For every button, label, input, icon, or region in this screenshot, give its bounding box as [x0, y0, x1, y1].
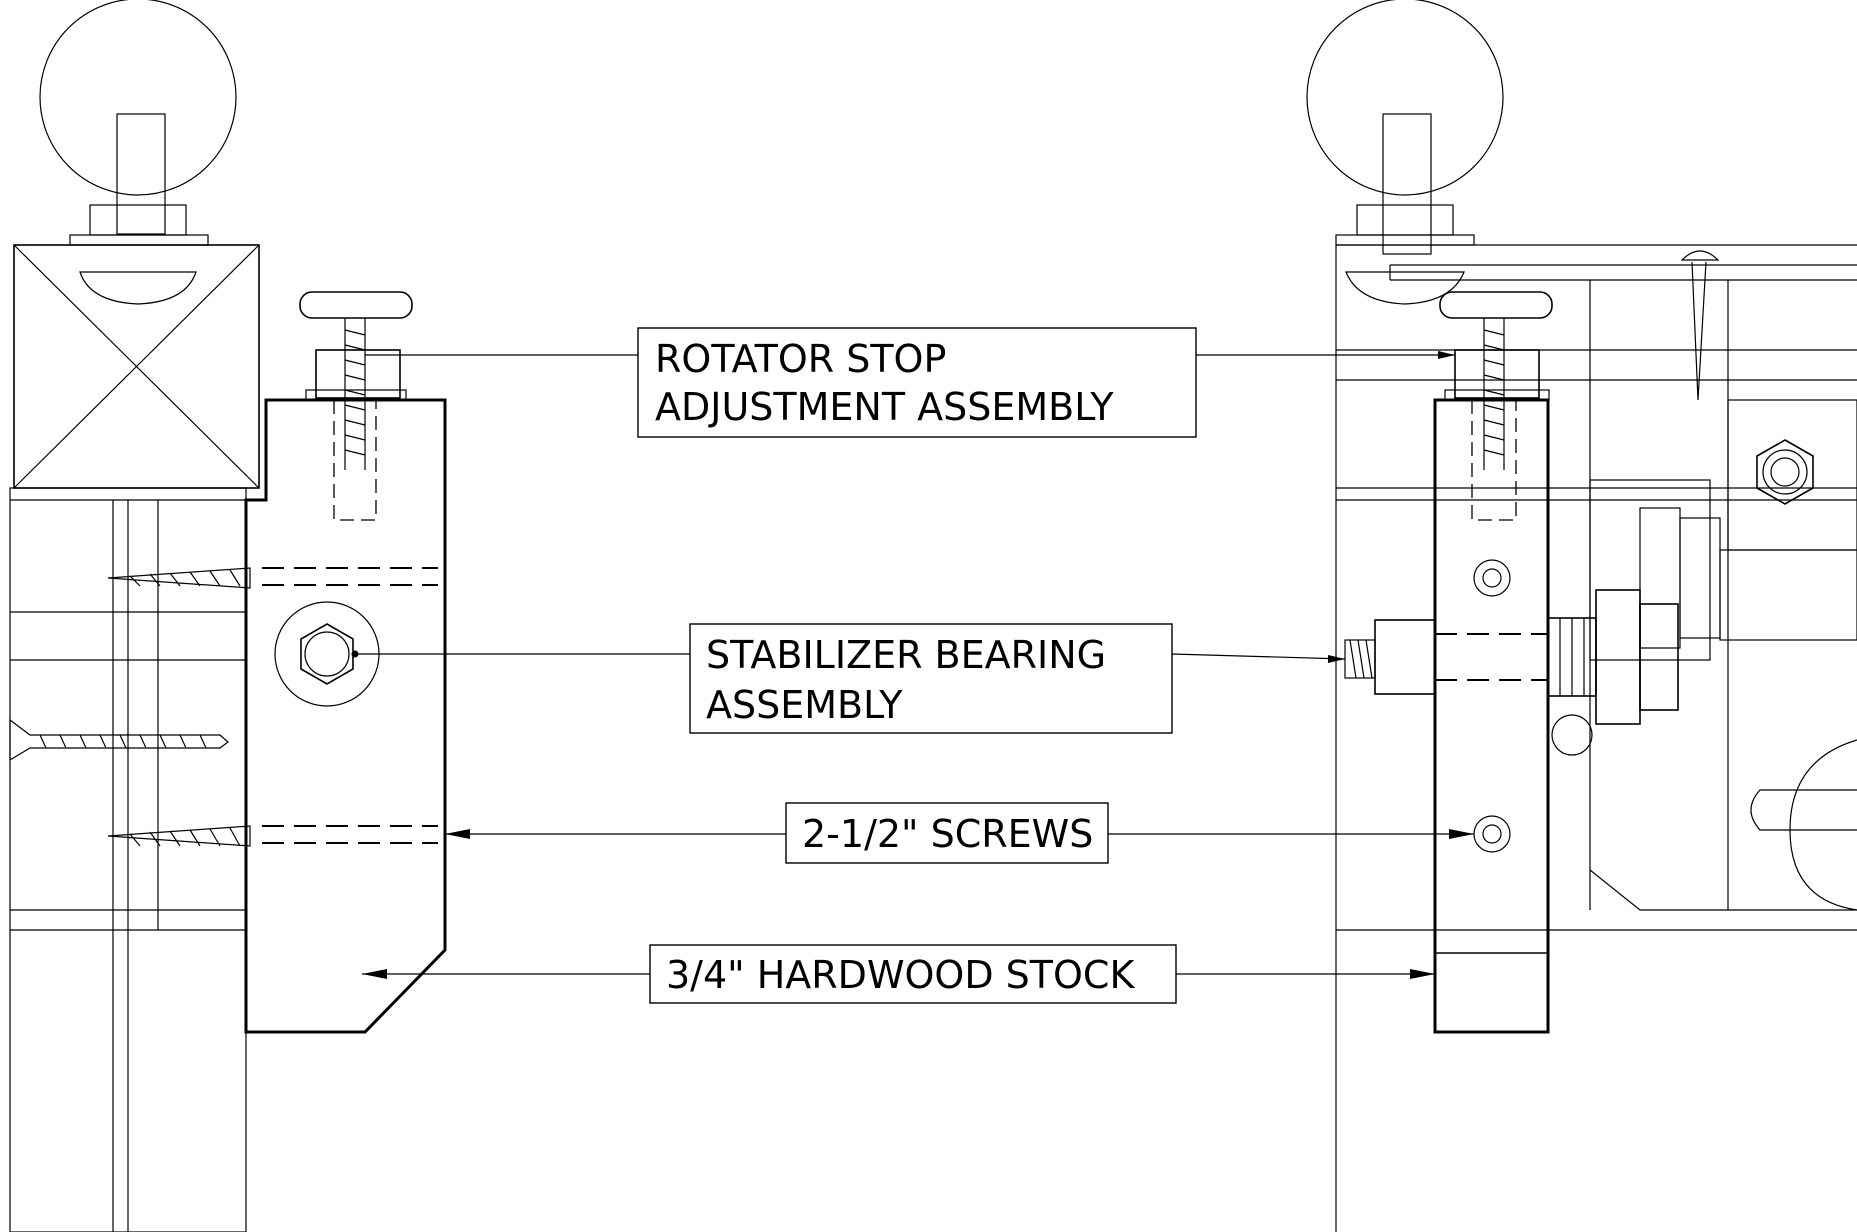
right-view — [1306, 0, 1857, 1232]
label-hardwood-stock: 3/4" HARDWOOD STOCK — [649, 944, 1177, 1004]
leader-lines — [351, 351, 1474, 979]
right-hardwood-block — [1433, 398, 1550, 1034]
stabilizer-line-2: ASSEMBLY — [706, 683, 903, 727]
left-knob — [39, 0, 237, 196]
label-screws: 2-1/2" SCREWS — [785, 802, 1109, 864]
hardwood-stock-label: 3/4" HARDWOOD STOCK — [666, 953, 1135, 997]
right-knob — [1306, 0, 1504, 196]
left-view — [9, 0, 447, 1232]
left-hardwood-block — [244, 398, 447, 1034]
label-stabilizer-bearing: STABILIZER BEARING ASSEMBLY — [689, 623, 1173, 734]
rotator-stop-line-1: ROTATOR STOP — [655, 337, 946, 381]
screws-label: 2-1/2" SCREWS — [802, 812, 1093, 856]
label-rotator-stop: ROTATOR STOP ADJUSTMENT ASSEMBLY — [637, 327, 1197, 438]
rotator-stop-line-2: ADJUSTMENT ASSEMBLY — [655, 385, 1114, 429]
stabilizer-line-1: STABILIZER BEARING — [706, 633, 1106, 677]
